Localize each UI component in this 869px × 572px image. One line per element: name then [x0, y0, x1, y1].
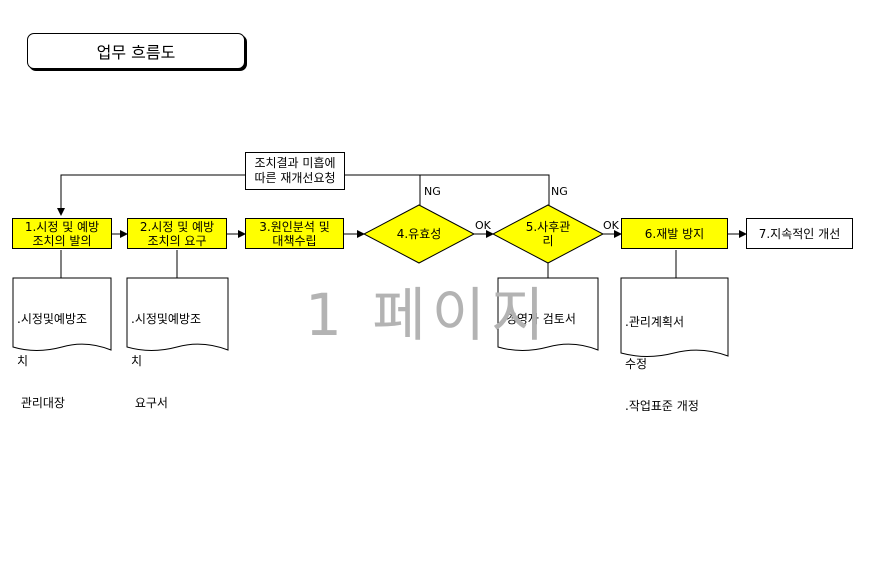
document-1-line-3: 관리대장: [17, 396, 65, 410]
step-5-label-2: 리: [542, 234, 554, 248]
step-3-label-1: 3.원인분석 및: [259, 219, 330, 234]
step-1-label-2: 조치의 발의: [32, 233, 92, 248]
step-5-label: 5.사후관 리: [503, 220, 593, 248]
document-2-line-1: .시정및예방조: [131, 312, 202, 326]
feedback-line-1: 조치결과 미흡에: [254, 156, 336, 170]
step-1-box: 1.시정 및 예방 조치의 발의: [12, 218, 112, 249]
document-1-line-1: .시정및예방조: [17, 312, 88, 326]
document-1-line-2: 치: [17, 354, 29, 368]
document-4-line-3: .작업표준 개정: [625, 399, 699, 413]
document-shape-3: [497, 277, 599, 351]
ok-label-2: OK: [603, 219, 619, 232]
document-shape-1: [12, 277, 112, 351]
document-2-line-3: 요구서: [131, 396, 168, 410]
document-3-line-1: .경영자 검토서: [502, 312, 576, 326]
document-shape-4: [620, 277, 729, 357]
decision-diamond-effectiveness: [362, 204, 476, 264]
document-2-line-2: 치: [131, 354, 143, 368]
document-shape-2: [126, 277, 229, 351]
document-4-line-2: 수정: [625, 357, 648, 371]
document-4-line-1: .관리계획서: [625, 315, 685, 329]
feedback-box: 조치결과 미흡에 따른 재개선요청: [245, 152, 345, 190]
document-4-text: .관리계획서 수정 .작업표준 개정: [625, 287, 699, 427]
step-6-box: 6.재발 방지: [621, 218, 728, 249]
document-1-text: .시정및예방조 치 관리대장: [17, 284, 87, 424]
feedback-line-2: 따른 재개선요청: [254, 171, 336, 185]
document-2-text: .시정및예방조 치 요구서: [131, 284, 201, 424]
ng-label-1: NG: [424, 185, 441, 198]
step-4-label: 4.유효성: [396, 227, 442, 241]
step-1-label-1: 1.시정 및 예방: [24, 219, 100, 234]
step-7-label: 7.지속적인 개선: [758, 226, 841, 241]
document-3-text: .경영자 검토서: [502, 284, 576, 340]
step-2-label-1: 2.시정 및 예방: [139, 219, 215, 234]
step-2-box: 2.시정 및 예방 조치의 요구: [127, 218, 227, 249]
step-7-box: 7.지속적인 개선: [746, 218, 853, 249]
step-3-label-2: 대책수립: [272, 233, 317, 248]
ok-label-1: OK: [475, 219, 491, 232]
page-watermark: 1 페이지: [305, 281, 551, 349]
step-3-box: 3.원인분석 및 대책수립: [245, 218, 344, 249]
ng-label-2: NG: [551, 185, 568, 198]
step-5-label-1: 5.사후관: [525, 220, 571, 234]
step-6-label: 6.재발 방지: [644, 226, 705, 241]
page-title: 업무 흐름도: [27, 33, 245, 69]
step-2-label-2: 조치의 요구: [147, 233, 207, 248]
